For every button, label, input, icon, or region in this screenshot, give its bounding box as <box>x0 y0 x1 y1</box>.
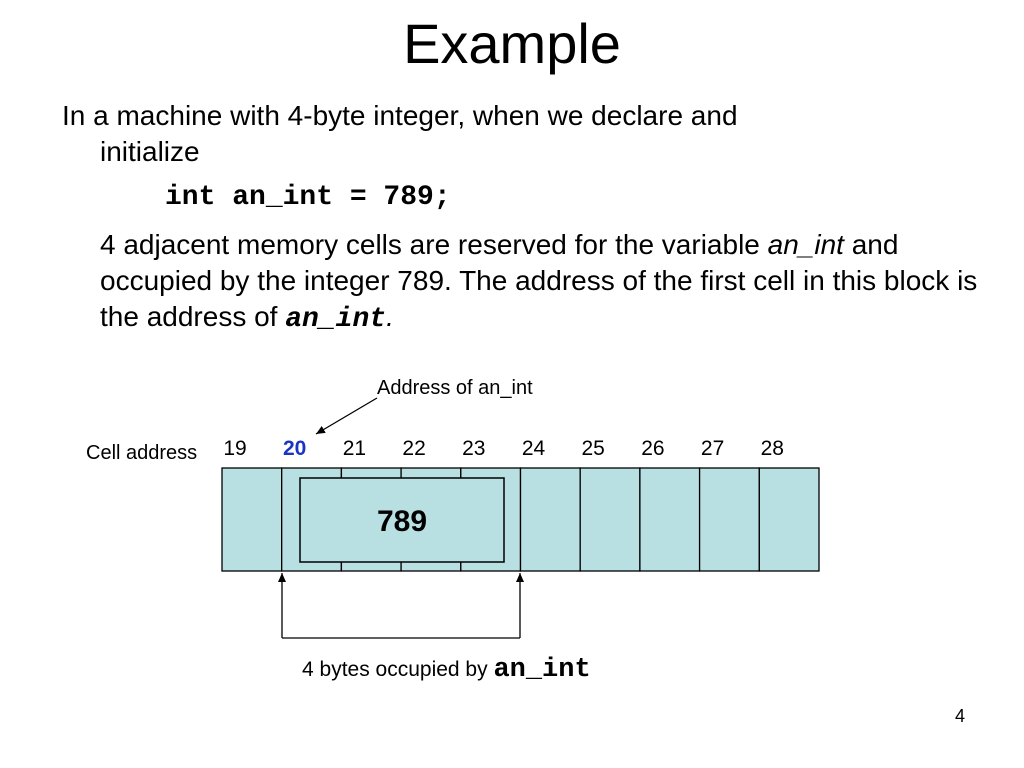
bytes-occupied-label: 4 bytes occupied by an_int <box>302 655 591 685</box>
cell-address-25: 25 <box>581 437 605 460</box>
memory-cell-28 <box>758 467 820 572</box>
bytes-label-variable: an_int <box>493 655 591 685</box>
memory-cell-19 <box>221 467 283 572</box>
variable-name-code: an_int <box>285 304 387 335</box>
cell-address-21: 21 <box>342 437 367 460</box>
memory-cell-25 <box>579 467 641 572</box>
cell-address-22: 22 <box>402 437 426 460</box>
cell-address-label: Cell address <box>86 442 198 464</box>
page-number: 4 <box>954 706 965 726</box>
slide-title: Example <box>403 12 621 75</box>
cell-address-20: 20 <box>283 437 307 460</box>
memory-cell-27 <box>698 467 760 572</box>
explanation-text-1: 4 adjacent memory cells are reserved for… <box>100 229 760 260</box>
cell-address-27: 27 <box>700 437 725 460</box>
stored-value: 789 <box>376 505 428 538</box>
cell-address-19: 19 <box>223 437 247 460</box>
declaration-code: int an_int = 789; <box>165 182 451 213</box>
memory-cell-24 <box>519 467 581 572</box>
intro-line-1: In a machine with 4-byte integer, when w… <box>62 100 738 131</box>
address-pointer-arrow <box>315 397 378 435</box>
bytes-label-text: 4 bytes occupied by <box>302 658 494 681</box>
intro-paragraph: In a machine with 4-byte integer, when w… <box>62 98 962 170</box>
value-block <box>299 477 505 563</box>
cell-address-23: 23 <box>462 437 486 460</box>
memory-cell-26 <box>639 467 701 572</box>
explanation-period: . <box>386 301 394 332</box>
cell-address-24: 24 <box>521 437 546 460</box>
cell-address-26: 26 <box>641 437 665 460</box>
cell-address-28: 28 <box>760 437 784 460</box>
intro-line-2: initialize <box>100 136 200 167</box>
explanation-paragraph: 4 adjacent memory cells are reserved for… <box>100 227 980 338</box>
variable-name-italic: an_int <box>767 229 844 260</box>
explanation-text-2: and occupied by the integer 789. The add… <box>100 229 978 332</box>
address-label: Address of an_int <box>377 377 533 399</box>
